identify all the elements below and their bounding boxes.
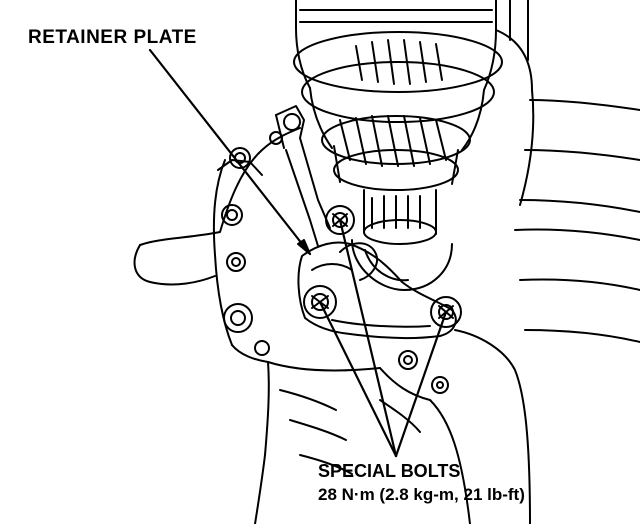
gear-stack (293, 0, 640, 213)
transmission-case (133, 127, 640, 524)
bolt-leader-right (394, 310, 448, 458)
special-bolts (303, 205, 462, 328)
leader-lines (148, 48, 448, 458)
bolt-leader-left (318, 300, 398, 458)
special-bolts-label: SPECIAL BOLTS (318, 461, 461, 481)
torque-spec-label: 28 N·m (2.8 kg-m, 21 lb-ft) (318, 485, 525, 504)
retainer-plate-arrowhead (297, 239, 311, 255)
mainshaft (351, 189, 453, 291)
retainer-plate (297, 241, 457, 340)
bolt-leader-upper (338, 218, 398, 458)
retainer-plate-leader (148, 48, 312, 256)
case-bolt-holes (221, 131, 449, 394)
retainer-plate-label: RETAINER PLATE (28, 27, 197, 48)
